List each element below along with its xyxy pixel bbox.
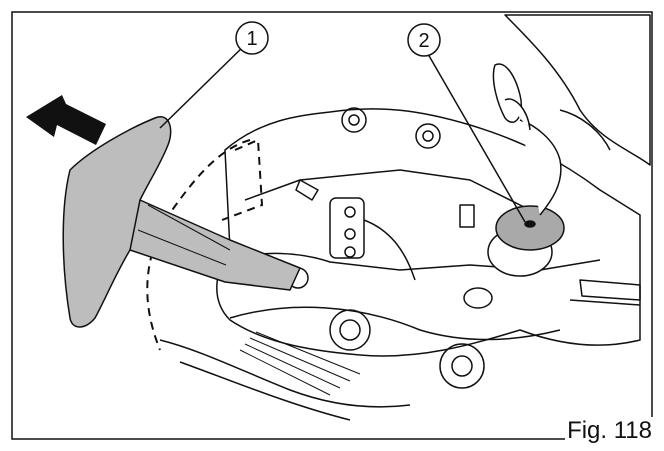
removal-tool [62,116,301,328]
figure-frame [11,11,653,440]
hand [492,14,651,216]
figure-label: Fig. 118 [565,417,654,445]
callout-2: 2 [407,23,526,223]
callout-1-number: 1 [246,28,257,50]
callout-2-number: 2 [418,30,429,52]
direction-arrow [26,95,106,145]
plug-cap [487,205,565,277]
callout-1: 1 [159,21,269,129]
